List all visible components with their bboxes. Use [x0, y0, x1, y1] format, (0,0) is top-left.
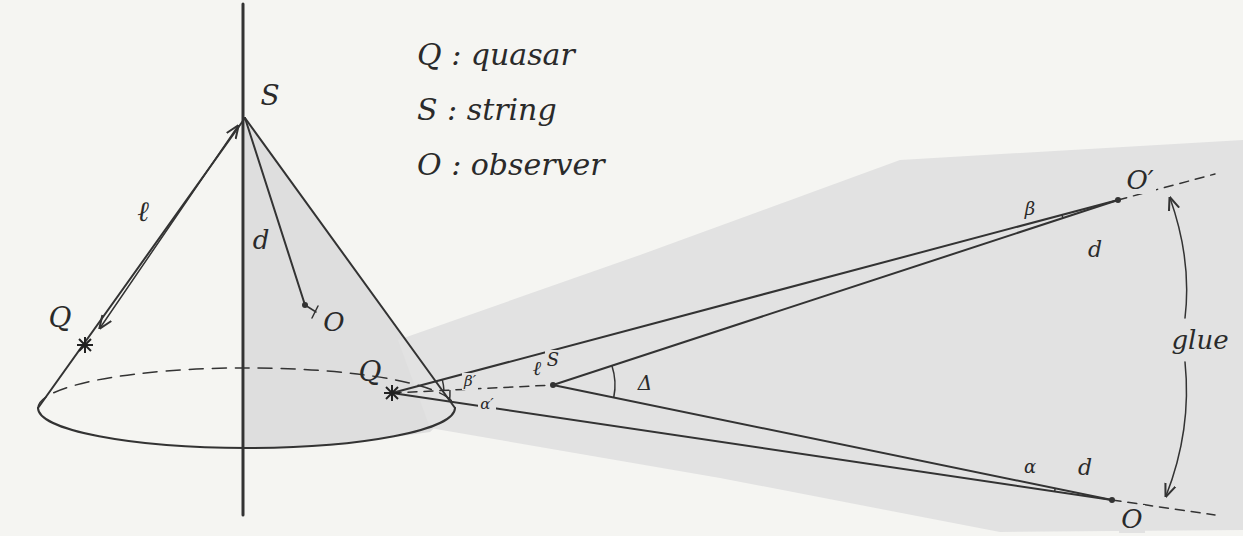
distance-label: d	[1076, 456, 1094, 480]
angle-label: α′	[478, 396, 496, 413]
quasar-star	[77, 337, 93, 353]
quasar-star	[384, 385, 400, 401]
string-dot	[550, 382, 556, 388]
angle-arc	[612, 366, 615, 398]
point-label: Q	[357, 357, 384, 387]
distance-label: d	[1086, 238, 1104, 262]
string-axis	[242, 4, 245, 515]
annotation: glue	[1169, 326, 1230, 354]
angle-arc	[449, 390, 451, 401]
angle-arc	[1054, 488, 1056, 491]
angle-label: β	[1023, 199, 1037, 219]
glue-arrow	[1170, 198, 1187, 318]
point-label: O	[321, 308, 346, 336]
cone-base-front	[38, 408, 455, 448]
cone-side	[38, 118, 245, 408]
angle-label: β′	[462, 373, 478, 390]
cone-base-back	[38, 368, 455, 408]
length-label: ℓ	[531, 357, 543, 379]
key-entry: Q : quasar	[415, 39, 577, 71]
distance-line	[553, 200, 1118, 385]
distance-line	[245, 118, 305, 305]
point-label: O	[1119, 505, 1144, 533]
observer-dot	[302, 302, 308, 308]
point-label: Q	[47, 303, 74, 333]
point-label: S	[258, 81, 281, 111]
observer-dot	[1109, 497, 1115, 503]
glue-arrow	[1166, 362, 1186, 496]
distance-line	[553, 385, 1112, 500]
angle-arc	[1061, 215, 1063, 218]
ray	[392, 200, 1118, 393]
plane-shading	[398, 140, 1243, 532]
length-label: ℓ	[135, 197, 151, 227]
angle-label: α	[1022, 457, 1038, 477]
observer-dot	[1115, 197, 1121, 203]
key-entry: S : string	[415, 94, 559, 126]
ray	[392, 393, 1112, 500]
point-label: O′	[1124, 166, 1155, 194]
angle-arc	[442, 380, 444, 391]
angle-label: Δ	[636, 372, 654, 394]
distance-label: d	[251, 226, 272, 254]
key-entry: O : observer	[415, 149, 607, 181]
point-label: S	[545, 350, 561, 370]
length-arrow	[100, 126, 238, 328]
